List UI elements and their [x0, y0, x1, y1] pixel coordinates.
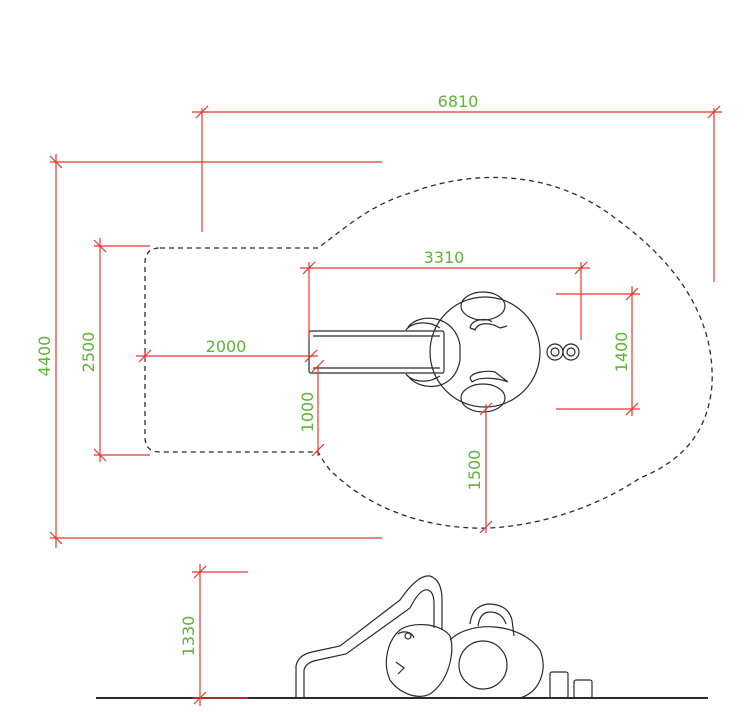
- plan-view: [49, 105, 722, 548]
- dimension-labels: 6810 4400 2500 2000 3310 1000 1500 1400 …: [35, 92, 631, 656]
- label-side-offset: 1000: [298, 392, 317, 433]
- main-body: [429, 296, 541, 408]
- dim-overall-width: [192, 105, 722, 282]
- slide-rail-outer: [295, 575, 443, 698]
- bar-ring-left: [546, 343, 564, 361]
- label-structure-length: 3310: [424, 248, 465, 267]
- label-body-width: 1400: [612, 332, 631, 373]
- elevation-body: [449, 626, 544, 699]
- eye-icon: [404, 632, 412, 640]
- dim-body-width: [556, 286, 640, 416]
- handle-top: [469, 318, 508, 331]
- label-overall-depth: 4400: [35, 336, 54, 377]
- bar-ring-inner: [566, 347, 576, 357]
- dim-height: [192, 564, 248, 706]
- dim-overall-depth: [49, 154, 382, 548]
- slide-rail-inner: [303, 589, 435, 698]
- bar-ring-right: [562, 343, 580, 361]
- elevation-post-a: [549, 671, 569, 699]
- elevation-ear-panel: [458, 640, 508, 690]
- dim-front-offset: [479, 402, 493, 534]
- slide-platform: [407, 317, 461, 388]
- elevation-view: [96, 564, 708, 706]
- elevation-post-b: [573, 679, 593, 699]
- dim-safety-depth: [93, 238, 150, 462]
- label-front-offset: 1500: [465, 450, 484, 491]
- bar-ring-inner: [550, 347, 560, 357]
- label-safety-depth: 2500: [79, 332, 98, 373]
- handle-bottom: [469, 370, 509, 383]
- dim-side-offset: [311, 359, 325, 457]
- ear-top: [460, 291, 506, 321]
- elevation-head: [385, 624, 453, 697]
- ear-bottom: [460, 383, 506, 413]
- elevation-face: [395, 631, 415, 675]
- label-slide-length: 2000: [206, 337, 247, 356]
- label-height: 1330: [179, 616, 198, 657]
- dim-slide-length: [136, 349, 318, 363]
- elevation-handle: [469, 603, 515, 637]
- dim-structure-length: [300, 261, 590, 340]
- slide-chute: [308, 330, 445, 374]
- label-overall-width: 6810: [438, 92, 479, 111]
